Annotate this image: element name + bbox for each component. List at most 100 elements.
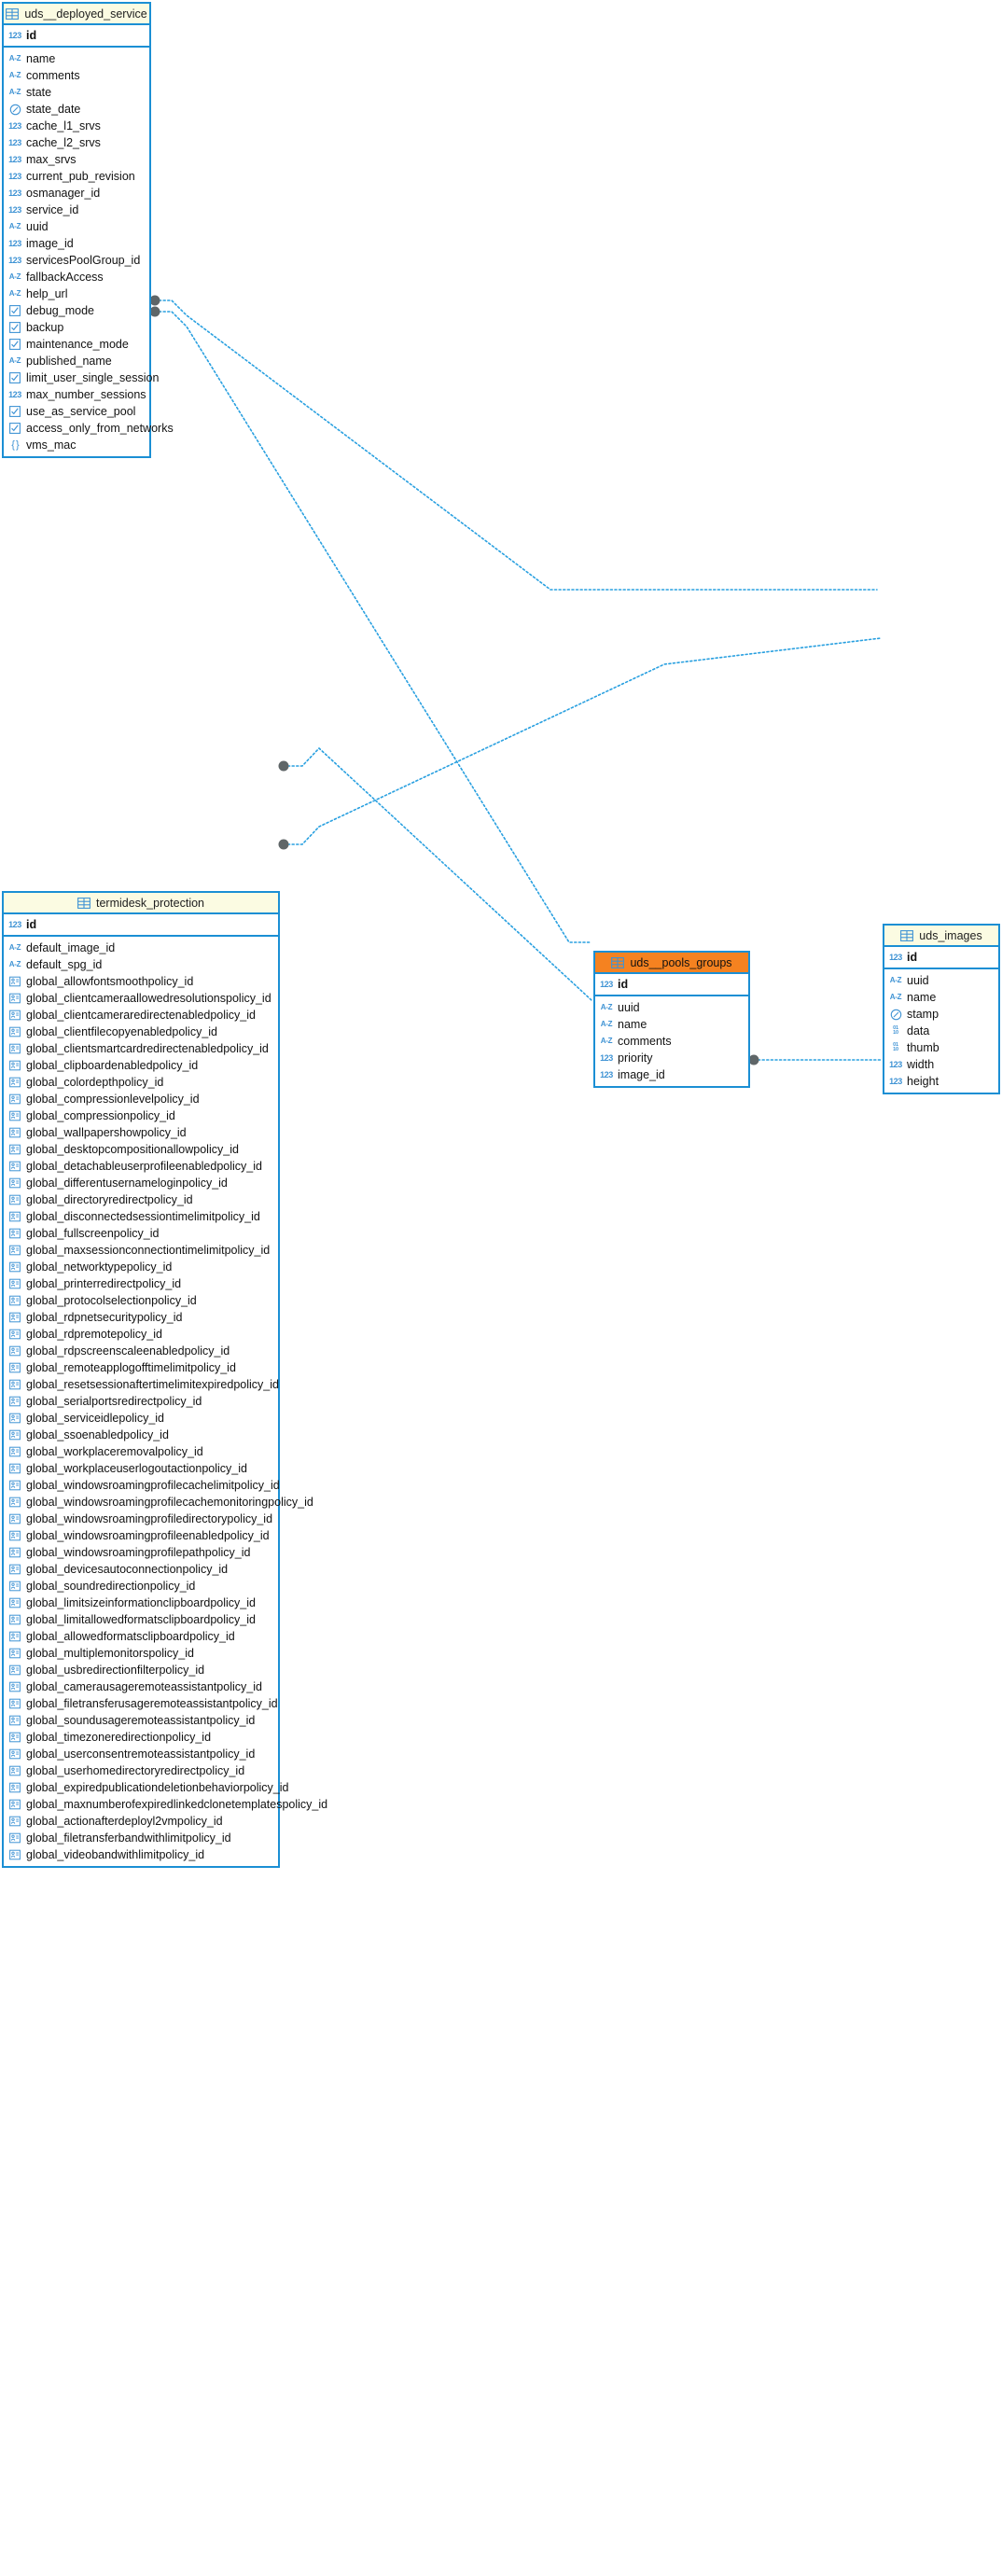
column-row[interactable]: global_videobandwithlimitpolicy_id [4, 1846, 278, 1863]
column-row[interactable]: global_clientfilecopyenabledpolicy_id [4, 1023, 278, 1040]
column-row[interactable]: global_wallpapershowpolicy_id [4, 1124, 278, 1141]
column-row[interactable]: access_only_from_networks [4, 420, 174, 437]
column-row[interactable]: global_rdpremotepolicy_id [4, 1326, 278, 1343]
column-row[interactable]: global_timezoneredirectionpolicy_id [4, 1729, 278, 1746]
column-row[interactable]: global_windowsroamingprofilepathpolicy_i… [4, 1544, 278, 1561]
column-row[interactable]: global_disconnectedsessiontimelimitpolic… [4, 1208, 278, 1225]
column-row[interactable]: global_directoryredirectpolicy_id [4, 1191, 278, 1208]
column-row[interactable]: global_camerausageremoteassistantpolicy_… [4, 1678, 278, 1695]
column-row[interactable]: state_date [4, 101, 149, 118]
entity-table-header[interactable]: termidesk_protection [4, 893, 278, 914]
column-row[interactable]: global_windowsroamingprofilecachemonitor… [4, 1494, 313, 1511]
column-row[interactable]: global_actionafterdeployl2vmpolicy_id [4, 1813, 278, 1830]
column-row[interactable]: global_rdpscreenscaleenabledpolicy_id [4, 1343, 278, 1359]
column-row[interactable]: global_networktypepolicy_id [4, 1259, 278, 1275]
column-row[interactable]: global_filetransferusageremoteassistantp… [4, 1695, 278, 1712]
column-row[interactable]: global_userhomedirectoryredirectpolicy_i… [4, 1762, 278, 1779]
column-row[interactable]: global_maxsessionconnectiontimelimitpoli… [4, 1242, 278, 1259]
entity-table-header[interactable]: uds_images [884, 926, 998, 947]
column-row[interactable]: global_clientcameraallowedresolutionspol… [4, 990, 278, 1007]
column-row[interactable]: global_ssoenabledpolicy_id [4, 1427, 278, 1443]
entity-table-header[interactable]: uds__deployed_service [4, 4, 149, 25]
column-row[interactable]: global_limitallowedformatsclipboardpolic… [4, 1611, 278, 1628]
column-row[interactable]: global_windowsroamingprofiledirectorypol… [4, 1511, 278, 1527]
column-row[interactable]: global_expiredpublicationdeletionbehavio… [4, 1779, 288, 1796]
column-row[interactable]: global_clientsmartcardredirectenabledpol… [4, 1040, 278, 1057]
column-row[interactable]: global_remoteapplogofftimelimitpolicy_id [4, 1359, 278, 1376]
column-row[interactable]: global_windowsroamingprofilecachelimitpo… [4, 1477, 280, 1494]
column-row[interactable]: global_windowsroamingprofileenabledpolic… [4, 1527, 278, 1544]
column-row[interactable]: global_allowedformatsclipboardpolicy_id [4, 1628, 278, 1645]
column-row[interactable]: global_workplaceremovalpolicy_id [4, 1443, 278, 1460]
column-row[interactable]: global_detachableuserprofileenabledpolic… [4, 1158, 278, 1175]
column-row[interactable]: global_workplaceuserlogoutactionpolicy_i… [4, 1460, 278, 1477]
column-row[interactable]: global_printerredirectpolicy_id [4, 1275, 278, 1292]
column-row[interactable]: limit_user_single_session [4, 369, 159, 386]
column-row[interactable]: global_serviceidlepolicy_id [4, 1410, 278, 1427]
column-row[interactable]: maintenance_mode [4, 336, 149, 353]
column-row[interactable]: global_allowfontsmoothpolicy_id [4, 973, 278, 990]
column-row[interactable]: debug_mode [4, 302, 149, 319]
column-row[interactable]: global_soundusageremoteassistantpolicy_i… [4, 1712, 278, 1729]
column-row[interactable]: global_filetransferbandwithlimitpolicy_i… [4, 1830, 278, 1846]
column-row[interactable]: global_differentusernameloginpolicy_id [4, 1175, 278, 1191]
column-row[interactable]: global_compressionlevelpolicy_id [4, 1091, 278, 1107]
column-row[interactable]: global_maxnumberofexpiredlinkedclonetemp… [4, 1796, 327, 1813]
column-row[interactable]: global_usbredirectionfilterpolicy_id [4, 1662, 278, 1678]
column-row[interactable]: global_desktopcompositionallowpolicy_id [4, 1141, 278, 1158]
column-row[interactable]: global_colordepthpolicy_id [4, 1074, 278, 1091]
column-row[interactable]: stamp [884, 1006, 998, 1023]
column-row[interactable]: global_devicesautoconnectionpolicy_id [4, 1561, 278, 1578]
column-row[interactable]: global_serialportsredirectpolicy_id [4, 1393, 278, 1410]
column-row[interactable]: global_soundredirectionpolicy_id [4, 1578, 278, 1594]
column-row[interactable]: backup [4, 319, 149, 336]
entity-table-header[interactable]: uds__pools_groups [595, 953, 748, 974]
column-row[interactable]: global_multiplemonitorspolicy_id [4, 1645, 278, 1662]
column-row[interactable]: global_protocolselectionpolicy_id [4, 1292, 278, 1309]
column-row[interactable]: global_clientcameraredirectenabledpolicy… [4, 1007, 278, 1023]
column-row[interactable]: global_resetsessionaftertimelimitexpired… [4, 1376, 279, 1393]
column-row[interactable]: use_as_service_pool [4, 403, 149, 420]
column-row[interactable]: global_clipboardenabledpolicy_id [4, 1057, 278, 1074]
column-row[interactable]: global_limitsizeinformationclipboardpoli… [4, 1594, 278, 1611]
column-row[interactable]: { }vms_mac [4, 437, 149, 453]
column-row[interactable]: global_fullscreenpolicy_id [4, 1225, 278, 1242]
